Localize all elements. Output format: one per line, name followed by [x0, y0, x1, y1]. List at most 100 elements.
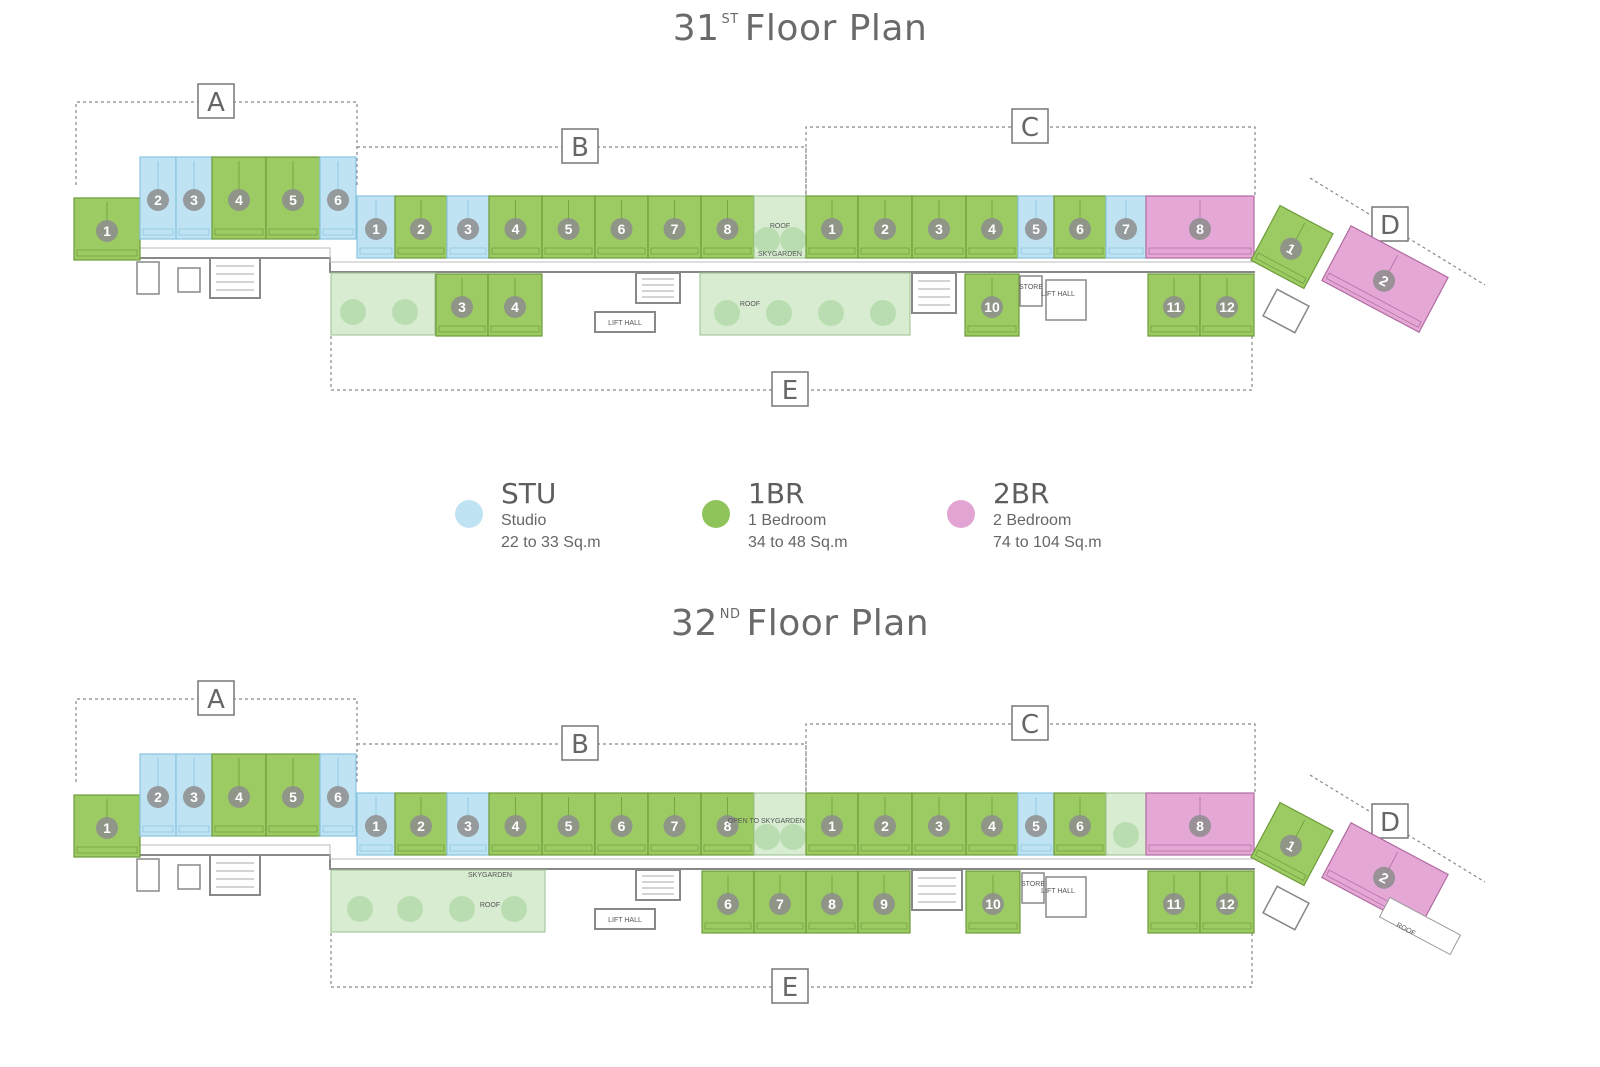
- tree: [501, 896, 527, 922]
- unit-balcony: [967, 325, 1017, 333]
- unit-number: 4: [988, 818, 996, 834]
- unit-number: 4: [235, 192, 243, 208]
- legend-one-bedroom-swatch: [702, 500, 730, 528]
- unit-balcony: [1108, 247, 1144, 255]
- unit: 3: [911, 195, 967, 259]
- unit-number-badge: [557, 815, 580, 837]
- plan-annotation: SKYGARDEN: [468, 872, 512, 879]
- unit-number: 6: [618, 221, 626, 237]
- unit-number: 4: [235, 789, 243, 805]
- unit-number-badge: [410, 218, 432, 240]
- unit-number: 6: [1076, 818, 1084, 834]
- unit-balcony: [1020, 844, 1052, 852]
- unit-balcony: [544, 844, 593, 852]
- unit-number: 4: [511, 299, 519, 315]
- roof-terrace: [1378, 896, 1462, 956]
- tree: [347, 896, 373, 922]
- unit: 2: [394, 792, 448, 856]
- unit-balcony: [756, 922, 804, 930]
- unit-number: 5: [1032, 818, 1040, 834]
- zone-label: D: [1380, 211, 1400, 241]
- unit-number-badge: [1069, 815, 1091, 837]
- zone-label-box: [1371, 206, 1409, 242]
- tree: [392, 299, 418, 325]
- unit-number: 6: [334, 789, 342, 805]
- unit-number: 7: [671, 818, 679, 834]
- unit-balcony: [1020, 247, 1052, 255]
- unit-number: 8: [1196, 818, 1204, 834]
- unit-number: 8: [828, 896, 836, 912]
- unit-number: 9: [880, 896, 888, 912]
- tree: [780, 227, 806, 253]
- zone-label: C: [1021, 113, 1039, 143]
- unit: 8: [1145, 195, 1255, 259]
- corridor-wall: [140, 247, 1255, 263]
- legend-studio-swatch: [455, 500, 483, 528]
- unit: 1: [356, 792, 396, 856]
- unit-balcony: [703, 844, 752, 852]
- unit: 1: [805, 792, 859, 856]
- unit-balcony: [1148, 247, 1252, 255]
- unit-number: 3: [935, 221, 943, 237]
- unit-number: 5: [289, 192, 297, 208]
- plan-annotation: LIFT HALL: [1041, 888, 1075, 895]
- unit-number-badge: [1189, 815, 1211, 837]
- floor-32-number: 32: [670, 603, 718, 644]
- unit-number: 12: [1219, 896, 1235, 912]
- unit-number: 4: [512, 818, 520, 834]
- unit: 6: [319, 156, 357, 240]
- unit-number-badge: [1163, 296, 1185, 318]
- unit-number-badge: [96, 817, 118, 839]
- zone-boundary: [357, 146, 807, 195]
- unit: 6: [1053, 195, 1107, 259]
- unit: 12: [1199, 273, 1255, 337]
- unit: 7: [1105, 195, 1147, 259]
- unit: 10: [965, 870, 1021, 934]
- floor-31-title-text: Floor Plan: [744, 8, 928, 49]
- zone-label-box: [771, 968, 809, 1004]
- unit-number: 2: [881, 221, 889, 237]
- unit-balcony: [597, 247, 646, 255]
- unit-balcony: [491, 844, 540, 852]
- unit-balcony: [650, 844, 699, 852]
- unit-number: 5: [565, 818, 573, 834]
- unit-balcony: [490, 325, 540, 333]
- unit: 6: [594, 792, 649, 856]
- legend-studio: STU Studio 22 to 33 Sq.m: [455, 478, 601, 554]
- legend-one-bedroom: 1BR 1 Bedroom 34 to 48 Sq.m: [702, 478, 848, 554]
- unit-number: 1: [372, 221, 380, 237]
- unit: 8: [700, 195, 755, 259]
- unit-balcony: [322, 228, 354, 236]
- unit: 5: [1017, 792, 1055, 856]
- unit: 1: [1250, 204, 1334, 290]
- zone-label: B: [571, 133, 589, 163]
- unit: 3: [446, 195, 490, 259]
- unit-number: 6: [334, 192, 342, 208]
- unit: 4: [211, 753, 267, 837]
- unit-number: 3: [190, 789, 198, 805]
- unit-number: 4: [988, 221, 996, 237]
- unit: 5: [541, 195, 596, 259]
- unit: 8: [805, 870, 859, 934]
- tree: [397, 896, 423, 922]
- core-block: [635, 272, 681, 304]
- unit: 2: [857, 792, 913, 856]
- unit-number-badge: [1163, 893, 1185, 915]
- unit-number-badge: [981, 296, 1003, 318]
- unit-number: 3: [464, 221, 472, 237]
- zone-label: E: [782, 973, 798, 1003]
- unit-number-badge: [874, 815, 896, 837]
- unit-number-badge: [147, 189, 169, 211]
- unit: 3: [175, 156, 213, 240]
- unit-number-badge: [716, 218, 739, 240]
- unit-number-badge: [928, 815, 950, 837]
- lift-shaft: [136, 858, 160, 892]
- unit-number: 1: [372, 818, 380, 834]
- unit: 5: [1017, 195, 1055, 259]
- corridor-wall: [140, 844, 1255, 860]
- unit-number: 2: [154, 789, 162, 805]
- unit-balcony: [544, 247, 593, 255]
- unit-number: 1: [828, 221, 836, 237]
- unit-balcony: [808, 922, 856, 930]
- unit: 11: [1147, 273, 1201, 337]
